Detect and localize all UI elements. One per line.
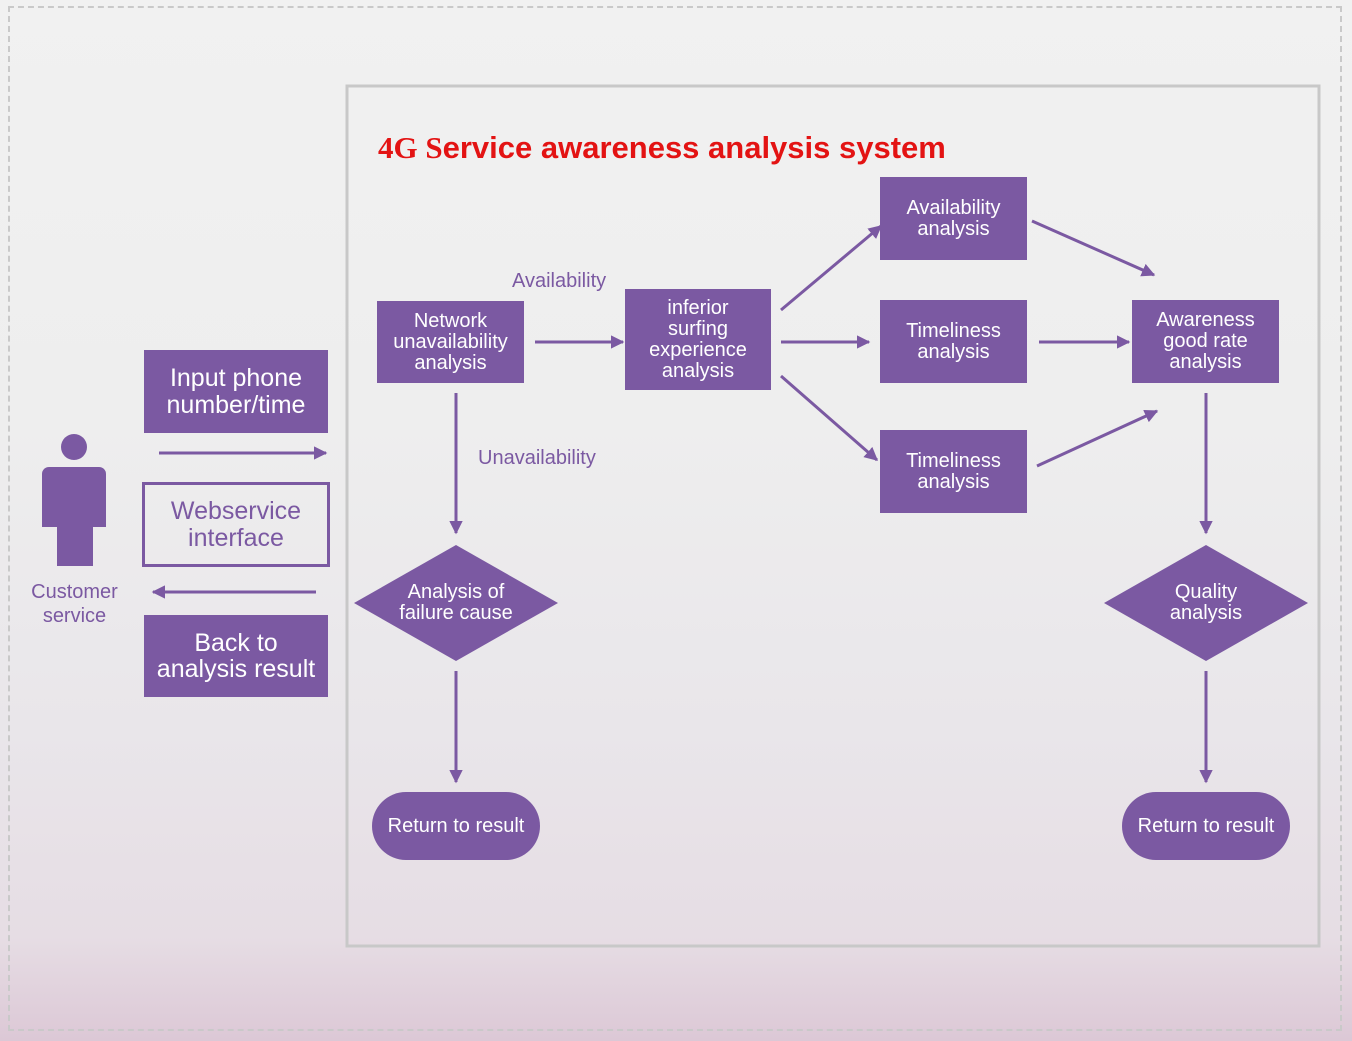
input-phone-box: Input phone number/time xyxy=(144,350,328,433)
inferior-surfing-box: inferior surfing experience analysis xyxy=(625,289,771,390)
system-panel xyxy=(345,84,1321,948)
timeliness-analysis-box-2: Timeliness analysis xyxy=(880,430,1027,513)
title-rest: ervice awareness analysis system xyxy=(442,130,946,165)
timeliness-analysis-box-1: Timeliness analysis xyxy=(880,300,1027,383)
quality-analysis-label: Quality analysis xyxy=(1169,581,1243,624)
awareness-good-rate-box: Awareness good rate analysis xyxy=(1132,300,1279,383)
quality-diamond xyxy=(1104,545,1308,661)
back-to-result-box: Back to analysis result xyxy=(144,615,328,697)
unavailability-edge-label: Unavailability xyxy=(478,447,596,469)
customer-service-label: Customer service xyxy=(31,581,118,627)
availability-edge-label: Availability xyxy=(512,270,607,292)
title-prefix: 4G S xyxy=(378,130,443,165)
failure-cause-label: Analysis of failure cause xyxy=(399,581,513,624)
arrow-inferior-to-availability xyxy=(780,224,883,312)
return-result-left: Return to result xyxy=(372,792,540,860)
availability-analysis-box: Availability analysis xyxy=(880,177,1027,260)
page-frame xyxy=(8,6,1342,1031)
arrow-timeliness2-to-awareness xyxy=(1036,409,1159,468)
network-unavailability-box: Network unavailability analysis xyxy=(377,301,524,383)
arrow-availability-to-awareness xyxy=(1031,219,1156,277)
webservice-interface-box: Webservice interface xyxy=(142,482,330,567)
page-title: 4G Service awareness analysis system xyxy=(378,130,946,166)
person-icon xyxy=(42,434,106,566)
failure-cause-diamond xyxy=(354,545,558,661)
return-result-right: Return to result xyxy=(1122,792,1290,860)
arrow-inferior-to-timeliness2 xyxy=(780,374,879,462)
